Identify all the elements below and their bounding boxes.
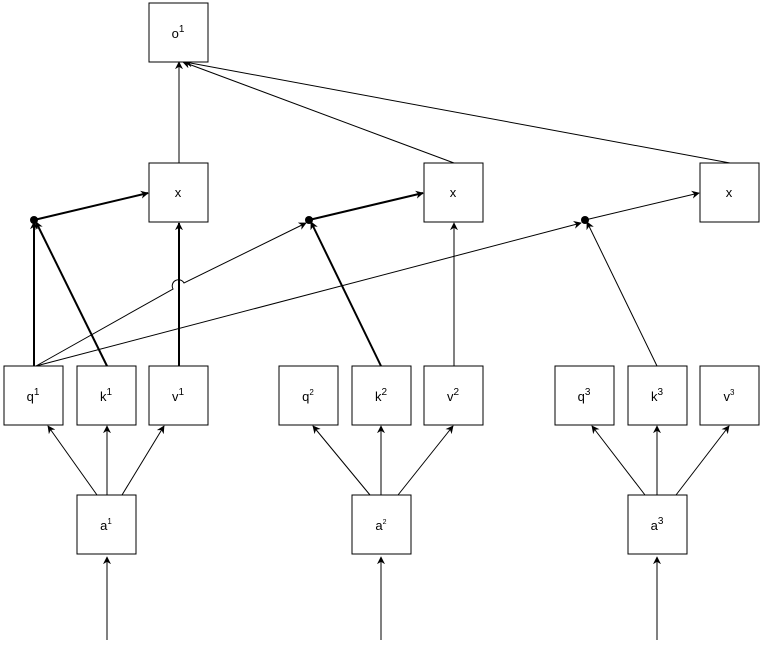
edge-a2-v2 [397, 425, 454, 496]
svg-text:v3: v3 [724, 388, 736, 404]
edge-k2-dot2 [310, 221, 382, 367]
nodes: o1 x x x q1 k1 v1 q2 [3, 2, 760, 555]
svg-text:q3: q3 [578, 387, 591, 404]
node-q3-label: q [578, 389, 585, 404]
node-a3-sup: 3 [658, 516, 664, 527]
edge-dot1-x1 [33, 190, 149, 221]
svg-text:q1: q1 [27, 387, 40, 404]
edge-a2-q2 [312, 425, 371, 496]
node-k3-sup: 3 [657, 387, 663, 398]
node-x1: x [148, 162, 209, 223]
edge-q1-dot3 [35, 220, 582, 367]
node-q1-label: q [27, 389, 34, 404]
dot-1 [30, 216, 38, 224]
node-x2-label: x [450, 185, 457, 200]
svg-text:v1: v1 [172, 387, 185, 404]
node-q2: q2 [278, 365, 339, 426]
edges [30, 59, 731, 640]
node-v2: v2 [423, 365, 484, 426]
junction-dots [30, 216, 589, 224]
node-x1-label: x [175, 185, 182, 200]
node-v3: v3 [699, 365, 760, 426]
svg-text:a3: a3 [651, 516, 664, 533]
node-a2-label: a [375, 518, 383, 533]
edge-a1-q1 [47, 425, 98, 496]
node-k2-label: k [375, 389, 382, 404]
node-a2-sup: 2 [383, 519, 387, 526]
svg-text:k3: k3 [651, 387, 664, 404]
node-a3-label: a [651, 518, 659, 533]
edge-a1-v1 [121, 425, 165, 496]
edge-k3-dot3 [586, 221, 658, 367]
node-v3-sup: 3 [730, 388, 735, 397]
edge-q1-dot2 [35, 222, 307, 367]
node-v2-sup: 2 [453, 387, 459, 398]
svg-text:q2: q2 [302, 388, 314, 404]
node-k3: k3 [627, 365, 688, 426]
node-q1: q1 [3, 365, 64, 426]
edge-dot2-x2 [308, 190, 424, 221]
svg-text:v2: v2 [447, 387, 460, 404]
node-k1-label: k [100, 389, 107, 404]
node-k2-sup: 2 [381, 387, 387, 398]
edge-dot3-x3 [584, 190, 700, 221]
node-v1-label: v [172, 389, 179, 404]
dot-3 [581, 216, 589, 224]
dot-2 [305, 216, 313, 224]
edge-a3-v3 [675, 425, 730, 496]
node-v1: v1 [148, 365, 209, 426]
svg-text:o1: o1 [172, 24, 185, 41]
node-o1-sup: 1 [179, 24, 185, 35]
node-q3-sup: 3 [585, 387, 591, 398]
node-a1: a1 [76, 494, 137, 555]
node-k1-sup: 1 [106, 387, 112, 398]
node-a1-sup: 1 [107, 517, 112, 526]
node-k3-label: k [651, 389, 658, 404]
node-k1: k1 [76, 365, 137, 426]
node-a3: a3 [627, 494, 688, 555]
edge-x2-o1 [182, 60, 455, 164]
svg-text:k1: k1 [100, 387, 113, 404]
svg-text:a2: a2 [375, 518, 386, 533]
node-a2: a2 [351, 494, 412, 555]
edge-x3-o1 [184, 59, 731, 164]
node-v3-label: v [724, 389, 731, 404]
node-x3-label: x [726, 185, 733, 200]
edge-k1-dot1 [35, 221, 108, 367]
node-q2-sup: 2 [309, 388, 314, 397]
node-x3: x [699, 162, 760, 223]
node-v2-label: v [447, 389, 454, 404]
node-o1-label: o [172, 26, 179, 41]
node-a1-label: a [100, 518, 108, 533]
edge-a3-q3 [591, 425, 646, 496]
svg-text:k2: k2 [375, 387, 388, 404]
node-q3: q3 [554, 365, 615, 426]
node-q2-label: q [302, 389, 309, 404]
node-x2: x [423, 162, 484, 223]
node-k2: k2 [351, 365, 412, 426]
node-q1-sup: 1 [34, 387, 40, 398]
svg-text:a1: a1 [100, 517, 112, 533]
node-o1: o1 [148, 2, 209, 63]
node-v1-sup: 1 [178, 387, 184, 398]
